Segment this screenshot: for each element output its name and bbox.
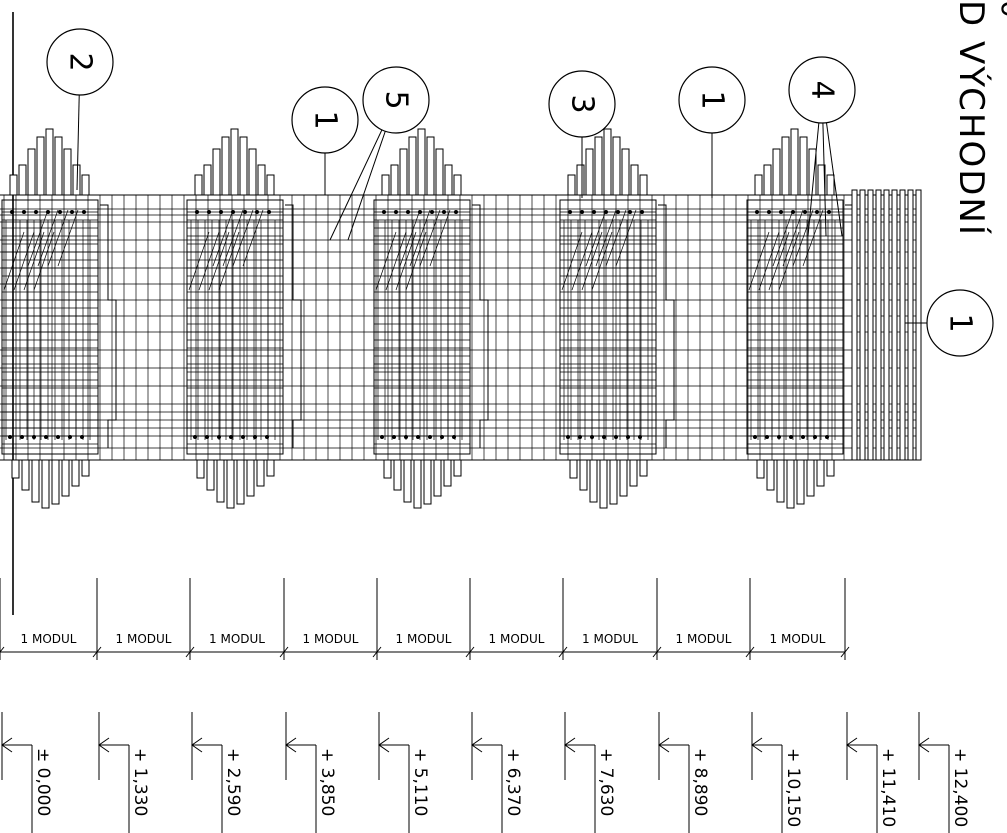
- dimension-tick: [745, 646, 755, 658]
- end-post: [851, 189, 858, 461]
- callout-number: 1: [943, 313, 978, 332]
- module-label: 1 MODUL: [676, 632, 732, 646]
- callout-4: 3: [548, 70, 616, 198]
- callout-5: 1: [678, 66, 746, 198]
- module-label: 1 MODUL: [21, 632, 77, 646]
- end-post: [859, 189, 866, 461]
- level-label: + 7,630: [596, 748, 616, 816]
- callout-circle: [678, 66, 746, 134]
- level-label: + 3,850: [317, 748, 337, 816]
- callout-circle: [46, 28, 114, 96]
- module-label: 1 MODUL: [489, 632, 545, 646]
- callout-1: 2: [46, 28, 114, 191]
- callout-6: 4: [788, 56, 856, 237]
- level-mark: + 1,330: [98, 712, 150, 833]
- dimension-tick: [92, 646, 102, 658]
- structural-module-block: [1, 128, 117, 509]
- end-post: [875, 189, 882, 461]
- dimension-tick: [840, 646, 850, 658]
- level-mark: + 8,890: [658, 712, 710, 833]
- module-label: 1 MODUL: [116, 632, 172, 646]
- building-structure: [0, 128, 922, 509]
- level-mark: ± 0,000: [1, 712, 53, 833]
- level-marks-row: ± 0,000 + 1,330 + 2,590 + 3,850 + 5,110 + 6,3…: [1, 712, 970, 833]
- structural-module-block: [373, 128, 489, 509]
- level-label: + 2,590: [223, 748, 243, 816]
- level-label: + 1,330: [130, 748, 150, 816]
- title-line-2: 0: [995, 0, 1007, 18]
- module-label: 1 MODUL: [770, 632, 826, 646]
- level-label: + 10,150: [783, 748, 803, 827]
- end-post: [915, 189, 922, 461]
- callout-7: 1: [905, 289, 994, 357]
- level-label: ± 0,000: [33, 748, 53, 816]
- level-mark: + 2,590: [191, 712, 243, 833]
- callout-layer: 2 1 5 3 1 4 1: [46, 28, 994, 357]
- callout-circle: [291, 86, 359, 154]
- level-mark: + 5,110: [378, 712, 430, 833]
- callout-circle: [788, 56, 856, 124]
- end-post: [907, 189, 914, 461]
- dimension-tick: [652, 646, 662, 658]
- callout-circle: [362, 66, 430, 134]
- level-label: + 11,410: [878, 748, 898, 827]
- callout-number: 1: [308, 110, 343, 129]
- structural-module-block: [746, 128, 862, 509]
- dimension-tick: [558, 646, 568, 658]
- callout-number: 1: [695, 90, 730, 109]
- title-line-1: D VÝCHODNÍ: [951, 0, 992, 237]
- callout-3: 5: [329, 66, 430, 241]
- module-label: 1 MODUL: [209, 632, 265, 646]
- callout-number: 4: [805, 80, 840, 99]
- level-mark: + 12,400: [918, 712, 970, 833]
- end-post: [899, 189, 906, 461]
- callout-2: 1: [291, 86, 359, 195]
- dimension-tick: [0, 646, 5, 653]
- callout-number: 3: [565, 94, 600, 113]
- end-post: [883, 189, 890, 461]
- end-post: [891, 189, 898, 461]
- level-mark: + 11,410: [846, 712, 898, 833]
- level-mark: + 10,150: [751, 712, 803, 833]
- level-mark: + 7,630: [564, 712, 616, 833]
- level-mark: + 6,370: [471, 712, 523, 833]
- end-post: [867, 189, 874, 461]
- level-label: + 5,110: [410, 748, 430, 816]
- dimension-tick: [465, 646, 475, 658]
- module-dimension-row: 1 MODUL 1 MODUL 1 MODUL 1 MODUL 1 MODUL 1 MOD…: [0, 578, 850, 660]
- module-label: 1 MODUL: [303, 632, 359, 646]
- callout-circle: [926, 289, 994, 357]
- dimension-tick: [372, 646, 382, 658]
- level-label: + 12,400: [950, 748, 970, 827]
- level-label: + 6,370: [503, 748, 523, 816]
- drawing-title: D VÝCHODNÍ 0: [951, 0, 1007, 237]
- callout-circle: [548, 70, 616, 138]
- level-label: + 8,890: [690, 748, 710, 816]
- structural-module-block: [559, 128, 675, 509]
- module-label: 1 MODUL: [582, 632, 638, 646]
- callout-number: 5: [379, 90, 414, 109]
- dimension-tick: [279, 646, 289, 658]
- level-mark: + 3,850: [285, 712, 337, 833]
- structural-module-block: [186, 128, 302, 509]
- module-label: 1 MODUL: [396, 632, 452, 646]
- dimension-tick: [185, 646, 195, 658]
- callout-number: 2: [63, 52, 98, 71]
